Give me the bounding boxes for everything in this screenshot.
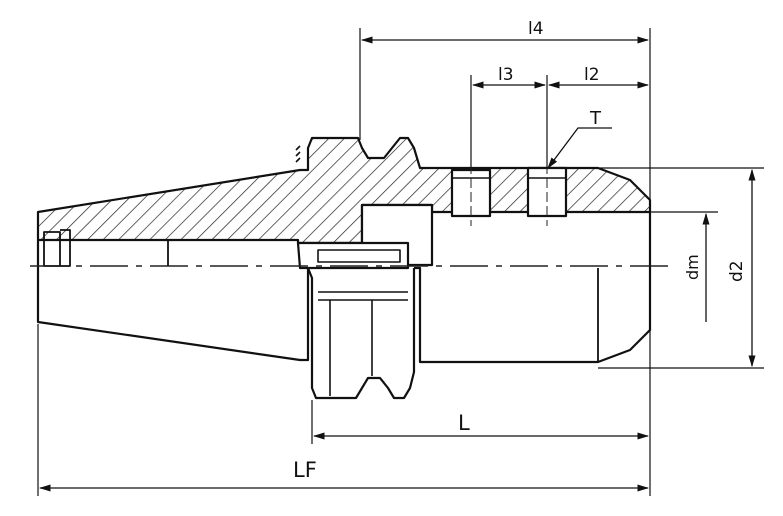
label-dm: dm	[683, 254, 702, 280]
leader-T	[547, 127, 612, 169]
label-l2: l2	[584, 65, 600, 85]
label-T: T	[589, 108, 602, 129]
lower-body-outline	[414, 212, 652, 364]
lower-flange-outline	[306, 267, 416, 400]
label-LF: LF	[293, 458, 317, 482]
label-L: L	[458, 411, 470, 435]
retention-knob-channel	[296, 241, 410, 270]
label-d2: d2	[727, 260, 747, 282]
lower-taper-outline	[36, 240, 310, 362]
label-l4: l4	[528, 19, 544, 39]
label-l3: l3	[498, 65, 514, 85]
